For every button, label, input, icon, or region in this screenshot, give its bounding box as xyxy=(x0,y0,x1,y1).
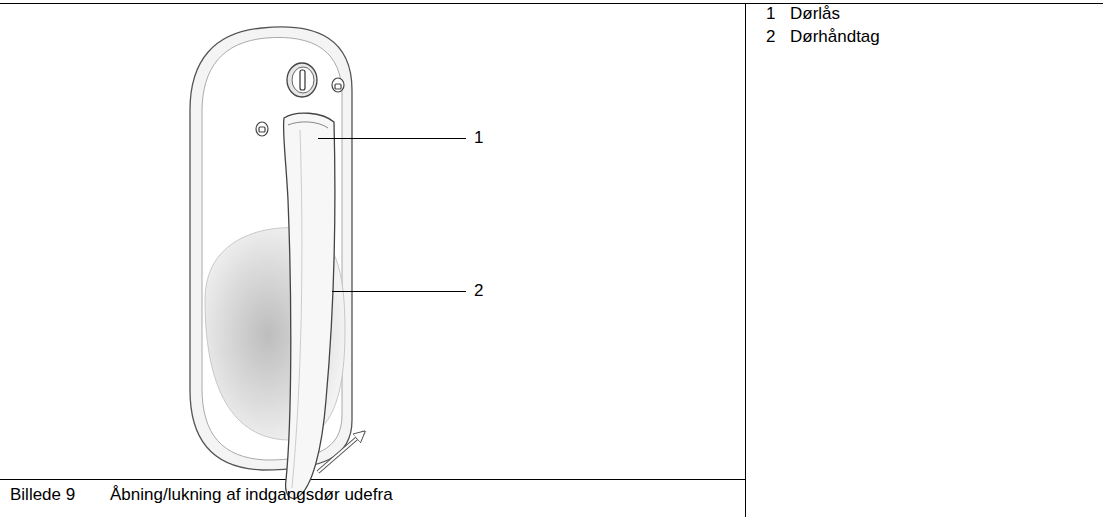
key-number: 2 xyxy=(766,27,775,47)
callout-number: 2 xyxy=(474,281,483,301)
door-lock xyxy=(287,63,317,97)
leader-line xyxy=(318,138,466,139)
key-text: Dørlås xyxy=(790,4,840,24)
callout-number: 1 xyxy=(474,128,483,148)
key-text: Dørhåndtag xyxy=(790,27,880,47)
pull-arrow xyxy=(318,432,364,472)
pull-arrow xyxy=(318,432,364,472)
table-rule xyxy=(0,479,745,480)
table-rule xyxy=(0,3,1103,4)
leader-line xyxy=(332,291,466,292)
key-number: 1 xyxy=(766,4,775,24)
door-handle-edge xyxy=(292,130,302,488)
door-handle-edge xyxy=(288,122,328,128)
figure-number: Billede 9 xyxy=(10,485,75,505)
door-handle xyxy=(283,113,334,498)
table-rule xyxy=(745,3,746,517)
figure-caption: Åbning/lukning af indgangsdør udefra xyxy=(110,485,393,505)
